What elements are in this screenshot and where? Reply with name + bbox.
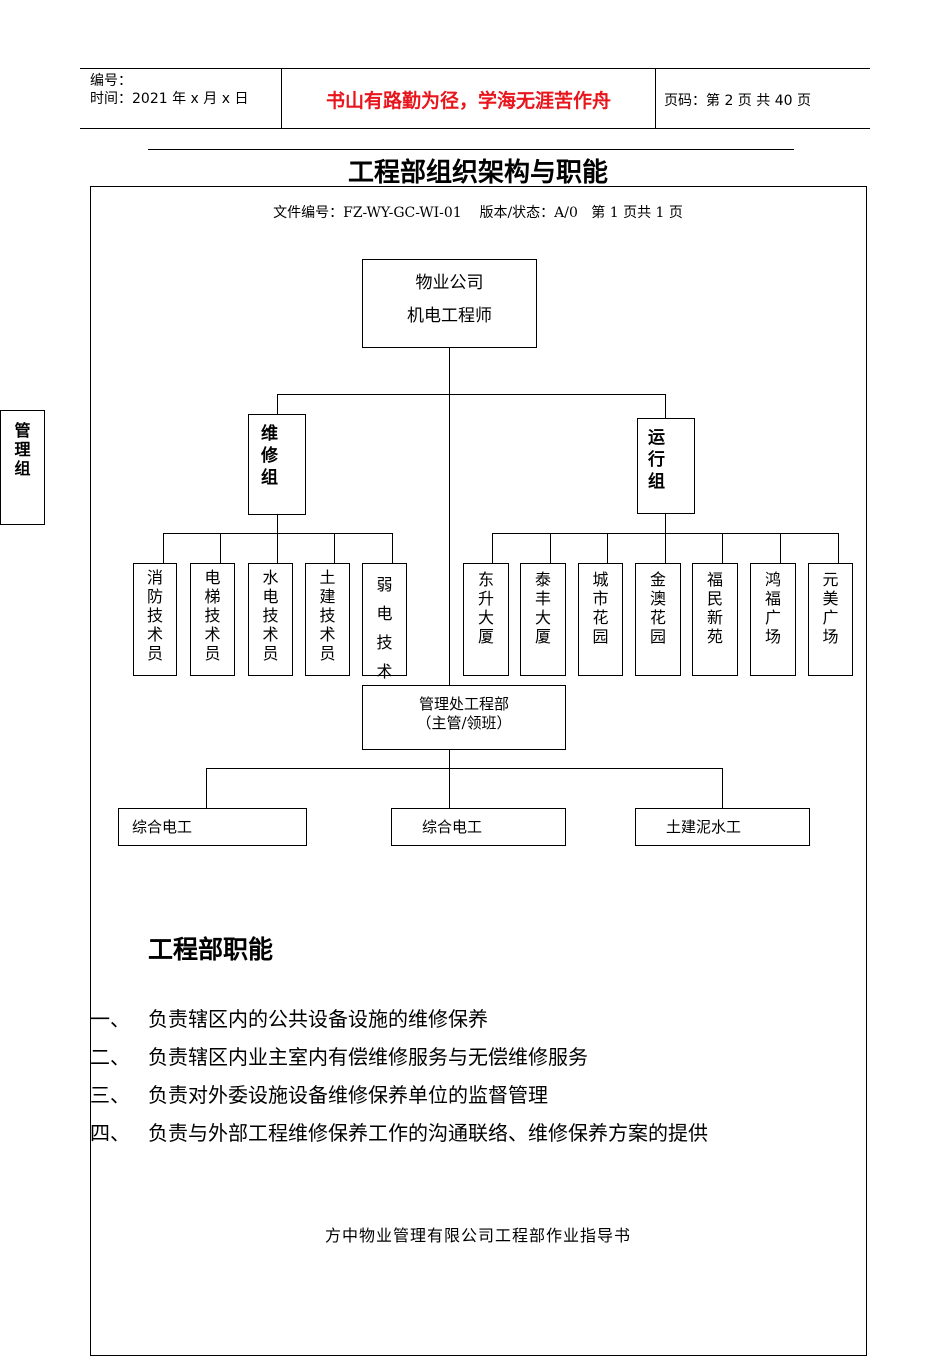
title-rule (148, 149, 794, 150)
side-tab: 管 理 组 (0, 410, 45, 525)
connector (665, 514, 666, 533)
worker-masonry: 土建泥水工 (635, 808, 810, 846)
staff-elevator-technician: 电 梯 技 术 员 (190, 563, 235, 676)
org-root: 物业公司 机电工程师 (362, 259, 537, 348)
header-code-label: 编号： (90, 73, 132, 89)
header-divider (281, 68, 282, 128)
header-page-info: 页码：第 2 页 共 40 页 (664, 93, 811, 109)
file-info: 文件编号：FZ-WY-GC-WI-01 版本/状态：A/0 第 1 页共 1 页 (273, 205, 683, 221)
header-divider (655, 68, 656, 128)
connector (722, 768, 723, 808)
worker-electrician: 综合电工 (391, 808, 566, 846)
function-item: 四、负责与外部工程维修保养工作的沟通联络、维修保养方案的提供 (90, 1121, 708, 1145)
connector (838, 533, 839, 563)
site-jinao-garden: 金澳花园 (635, 563, 681, 676)
connector (780, 533, 781, 563)
connector (277, 394, 665, 395)
staff-plumbing-electric-technician: 水 电 技 术 员 (248, 563, 293, 676)
site-fumin: 福民新苑 (692, 563, 738, 676)
org-engineering-office: 管理处工程部 （主管/领班） (362, 685, 566, 750)
operations-group: 运 行 组 (637, 418, 695, 514)
maintenance-group: 维 修 组 (248, 414, 306, 515)
site-dongsheng: 东升大厦 (463, 563, 509, 676)
site-city-garden: 城市花园 (578, 563, 623, 676)
connector (550, 533, 551, 563)
connector (277, 394, 278, 414)
page-title: 工程部组织架构与职能 (347, 158, 608, 188)
site-taifeng: 泰丰大厦 (520, 563, 566, 676)
connector (163, 533, 164, 563)
function-item: 一、负责辖区内的公共设备设施的维修保养 (90, 1007, 488, 1031)
connector (206, 768, 207, 808)
staff-fire-technician: 消 防 技 术 员 (133, 563, 177, 676)
header-time-label: 时间：2021 年 x 月 x 日 (90, 91, 249, 107)
connector (665, 533, 666, 563)
worker-electrician: 综合电工 (118, 808, 307, 846)
connector (722, 533, 723, 563)
header-bottom-rule (80, 128, 870, 129)
footer-company: 方中物业管理有限公司工程部作业指导书 (324, 1226, 631, 1245)
connector (665, 394, 666, 418)
function-item: 三、负责对外委设施设备维修保养单位的监督管理 (90, 1083, 548, 1107)
site-hongfu-plaza: 鸿福广场 (750, 563, 796, 676)
connector (220, 533, 221, 563)
connector (206, 768, 722, 769)
connector (449, 348, 450, 685)
connector (277, 515, 278, 533)
site-yuanmei-plaza: 元美广场 (808, 563, 853, 676)
header-top-rule (80, 68, 870, 69)
staff-low-voltage-technician: 弱 电 技 术 (362, 563, 407, 681)
connector (334, 533, 335, 563)
connector (449, 750, 450, 808)
connector (277, 533, 278, 563)
function-item: 二、负责辖区内业主室内有偿维修服务与无偿维修服务 (90, 1045, 588, 1069)
connector (607, 533, 608, 563)
staff-civil-technician: 土 建 技 术 员 (305, 563, 350, 676)
header-motto: 书山有路勤为径，学海无涯苦作舟 (325, 90, 611, 112)
connector (392, 533, 393, 563)
functions-heading: 工程部职能 (148, 935, 274, 964)
connector (492, 533, 493, 563)
